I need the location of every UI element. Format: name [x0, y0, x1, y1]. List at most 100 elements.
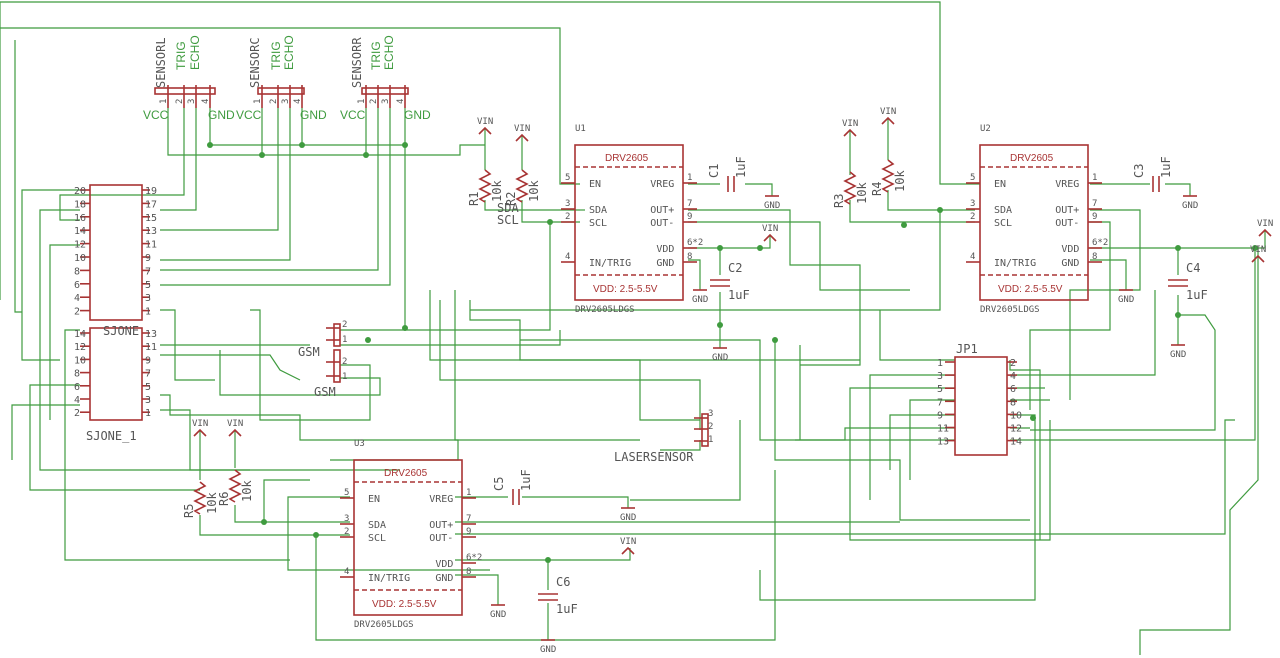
vin-label: VIN [227, 419, 243, 429]
vin-symbol: VIN [842, 119, 858, 137]
sjone-pin-number: 1 [145, 408, 151, 419]
jp1-pin-number: 11 [937, 424, 949, 435]
resistor-name: R2 [504, 192, 518, 206]
vin-symbol: VIN [1257, 219, 1273, 237]
gsm-pin: 1 [342, 335, 347, 345]
vin-symbol: VIN [227, 419, 243, 437]
chip-pin-label: OUT+ [429, 520, 453, 531]
chip-pin-number: 2 [565, 212, 570, 222]
resistor-zigzag [193, 481, 207, 515]
echo-label: ECHO [382, 35, 396, 70]
chip-pin-number: 1 [1092, 173, 1097, 183]
jp1-pin-number: 6 [1010, 384, 1016, 395]
resistor-value: 10k [205, 492, 219, 514]
resistor-value: 10k [490, 180, 504, 202]
chip-pin-label: SCL [994, 218, 1012, 229]
resistor-zigzag [843, 171, 857, 205]
sjone-pin-number: 15 [145, 213, 157, 224]
jp1-pin-number: 4 [1010, 371, 1016, 382]
vin-symbol: VIN [620, 537, 636, 555]
gnd-label: GND [300, 108, 327, 122]
sjone-pin-number: 19 [145, 186, 157, 197]
chip-pin-number: 3 [344, 514, 349, 524]
sjone-pin-number: 7 [145, 266, 151, 277]
resistor-r5: R5 10k [182, 481, 219, 518]
jp1-pin-number: 8 [1010, 397, 1016, 408]
vin-label: VIN [477, 117, 493, 127]
pin-4: 4 [293, 99, 303, 104]
gnd-symbol: GND [540, 639, 556, 655]
gsm-label: GSM [314, 385, 336, 399]
sjone-pin-number: 11 [145, 240, 157, 251]
vin-label: VIN [762, 224, 778, 234]
sjone-pin-number: 5 [145, 280, 151, 291]
chip-pin-label: EN [994, 179, 1006, 190]
jp1-pin-number: 5 [937, 384, 943, 395]
sjone-pin-number: 12 [74, 240, 86, 251]
jp1-pin-number: 1 [937, 358, 943, 369]
jp1-pin-number: 7 [937, 397, 943, 408]
chip-pin-label: IN/TRIG [589, 258, 631, 269]
sjone-pin-number: 14 [74, 226, 86, 237]
laser-sensor-connector: 3 2 1 LASERSENSOR [614, 409, 713, 464]
pin-2: 2 [369, 99, 379, 104]
chip-pin-label: OUT- [650, 218, 674, 229]
chip-pin-label: VDD [1061, 244, 1079, 255]
vin-label: VIN [842, 119, 858, 129]
chip-vdd-range: VDD: 2.5-5.5V [372, 599, 437, 610]
chip-pin-label: OUT- [1055, 218, 1079, 229]
sensor-c: SENSORC TRIG ECHO VCC GND 1 2 3 4 [236, 35, 327, 122]
sjone-connector: 2018161412108642191715131197531141210864… [74, 184, 157, 443]
junctions [207, 142, 1258, 563]
resistor-value: 10k [240, 480, 254, 502]
cap-name: C5 [492, 477, 506, 491]
chip-designator: U3 [354, 439, 365, 449]
gnd-symbol: GND [764, 195, 780, 211]
sjone-pin-number: 1 [145, 307, 151, 318]
sjone-pin-number: 2 [74, 408, 80, 419]
resistor-name: R5 [182, 504, 196, 518]
pin-1: 1 [159, 99, 169, 104]
pin-3: 3 [281, 99, 291, 104]
jp1-pin-number: 14 [1010, 437, 1022, 448]
vin-label: VIN [514, 124, 530, 134]
chip-pin-label: OUT+ [650, 205, 674, 216]
sjone-pin-number: 2 [74, 307, 80, 318]
gnd-label: GND [620, 513, 636, 523]
sensor-r: SENSORR TRIG ECHO VCC GND 1 2 3 4 [340, 35, 431, 122]
gnd-label: GND [490, 610, 506, 620]
gsm-label: GSM [298, 345, 320, 359]
cap-name: C2 [728, 261, 742, 275]
vin-symbol: VIN [880, 107, 896, 125]
cap-value: 1uF [556, 602, 578, 616]
vin-arrow [228, 428, 242, 437]
sensor-name: SENSORR [350, 37, 364, 88]
chip-pin-label: SCL [589, 218, 607, 229]
sjone-pin-number: 10 [74, 355, 86, 366]
sjone-pin-number: 8 [74, 369, 80, 380]
cap-value: 1uF [1159, 156, 1173, 178]
pin-3: 3 [381, 99, 391, 104]
chip-pin-number: 5 [970, 173, 975, 183]
chip-pin-label: SDA [368, 520, 386, 531]
cap-value: 1uF [519, 469, 533, 491]
chip-pin-label: VREG [429, 494, 453, 505]
trig-label: TRIG [369, 41, 383, 70]
vin-symbol: VIN [1250, 245, 1266, 263]
chip-pin-number: 8 [1092, 252, 1097, 262]
chip-pin-label: SCL [368, 533, 386, 544]
pin-3: 3 [187, 99, 197, 104]
sjone-pin-number: 9 [145, 355, 151, 366]
chip-pin-label: OUT- [429, 533, 453, 544]
resistor-name: R6 [217, 492, 231, 506]
chip-package: DRV2605LDGS [575, 305, 635, 315]
chip-pin-number: 9 [466, 527, 471, 537]
sjone-pin-number: 3 [145, 293, 151, 304]
